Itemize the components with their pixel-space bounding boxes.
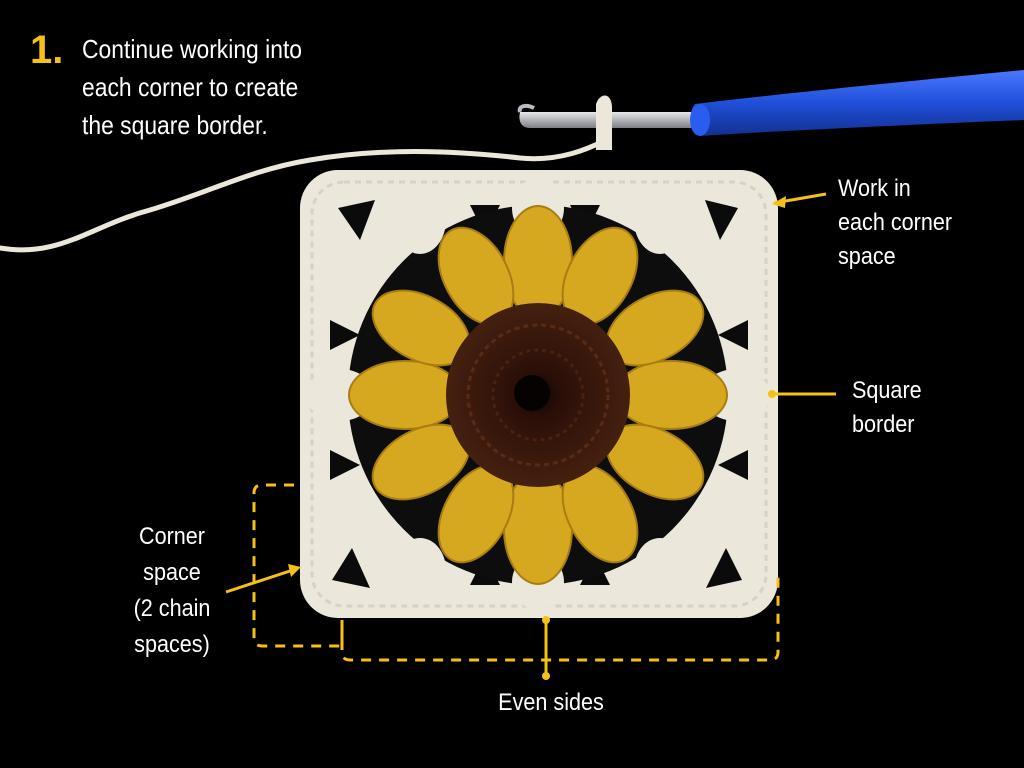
step-instruction-line-2: each corner to create bbox=[82, 72, 299, 102]
label-corner-space-1: Corner bbox=[138, 523, 206, 550]
step-instruction-line-1: Continue working into bbox=[82, 34, 303, 64]
label-corner-space-4: spaces) bbox=[134, 631, 210, 658]
even-sides-bracket bbox=[340, 570, 780, 662]
annotation-lines bbox=[225, 192, 836, 676]
crochet-hook bbox=[517, 70, 1024, 136]
label-work-corner-3: space bbox=[838, 243, 896, 270]
label-square-border-2: border bbox=[852, 411, 915, 438]
border-gaps bbox=[330, 200, 748, 588]
corner-space-bracket bbox=[252, 483, 344, 648]
even-sides-bottom-dot bbox=[542, 672, 550, 680]
even-sides-top-dot bbox=[542, 616, 550, 624]
label-corner-space-3: (2 chain bbox=[133, 595, 211, 622]
label-square-border-1: Square bbox=[852, 377, 922, 404]
label-work-corner-2: each corner bbox=[838, 209, 953, 236]
step-number: 1. bbox=[30, 28, 64, 72]
square-border-dot bbox=[768, 390, 776, 398]
step-instruction-line-3: the square border. bbox=[82, 110, 268, 140]
corner-space-arrow-line bbox=[225, 567, 297, 594]
label-even-sides: Even sides bbox=[498, 689, 604, 716]
sunflower-petals bbox=[348, 205, 728, 585]
annotation-markers bbox=[288, 196, 786, 680]
yarn-tail bbox=[0, 137, 609, 253]
label-work-corner-1: Work in bbox=[838, 175, 911, 202]
corner-space-arrowhead bbox=[288, 564, 301, 577]
work-corner-arrowhead bbox=[772, 196, 786, 208]
label-corner-space-2: space bbox=[143, 559, 201, 586]
